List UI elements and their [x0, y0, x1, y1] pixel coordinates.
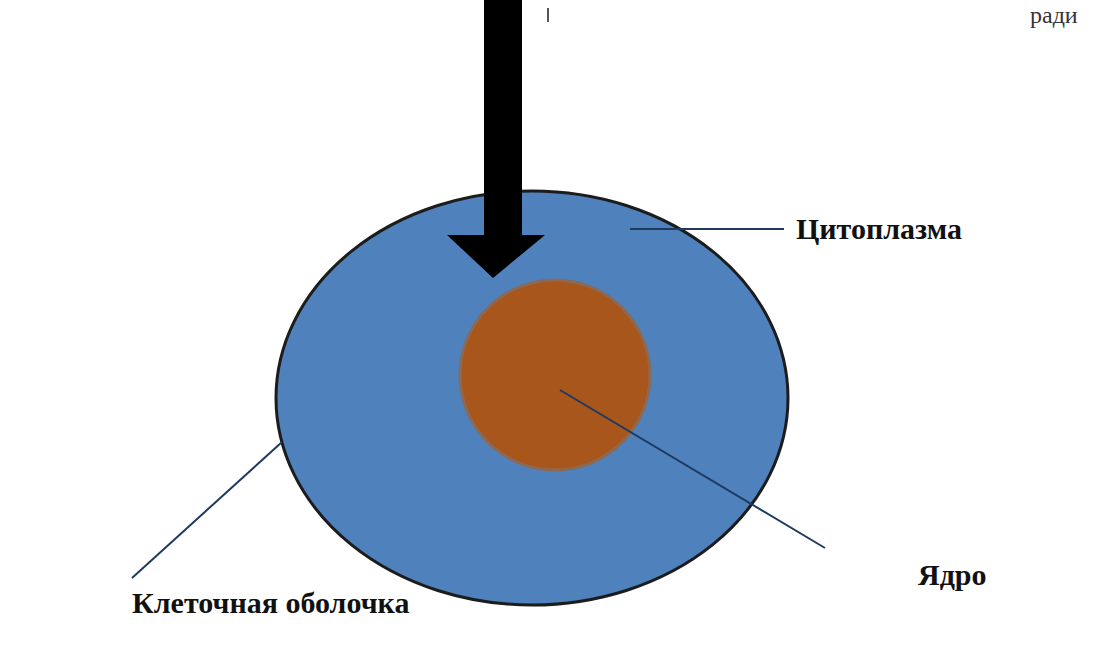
leader-line — [630, 228, 784, 230]
cut-off-label: ради — [1030, 2, 1078, 28]
part-label: Ядро — [918, 558, 987, 591]
leader-line — [132, 442, 282, 578]
nucleus — [460, 280, 650, 470]
cell-body — [276, 191, 788, 605]
part-label: Клеточная оболочка — [132, 586, 409, 619]
tick-mark — [547, 8, 549, 22]
leader-line — [560, 390, 825, 548]
part-label: Цитоплазма — [796, 212, 962, 245]
radiation-arrow — [447, 0, 545, 278]
